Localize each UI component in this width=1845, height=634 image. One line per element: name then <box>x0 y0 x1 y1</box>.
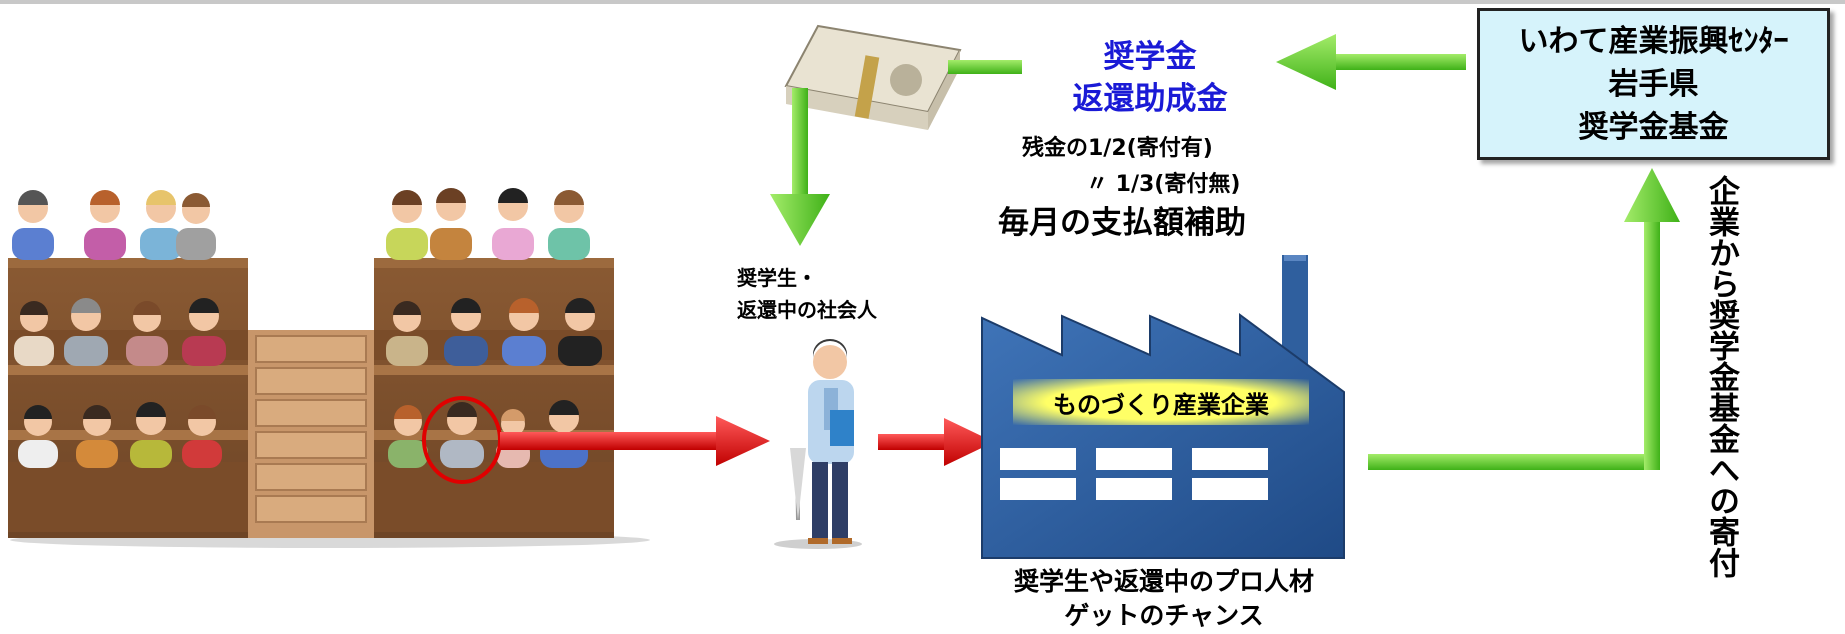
factory-label: ものづくり産業企業 <box>1013 379 1309 425</box>
subsidy-title-line1: 奨学金 <box>1103 39 1197 75</box>
donation-label: 企業から奨学金基金への寄付 <box>1703 175 1739 578</box>
person-label-line1: 奨学生・ <box>737 266 817 290</box>
top-border-line <box>0 0 1845 4</box>
subsidy-monthly-aid: 毎月の支払額補助 <box>998 205 1246 241</box>
fund-box-line3: 奨学金基金 <box>1578 109 1729 145</box>
factory-caption-line1: 奨学生や返還中のプロ人材 <box>1013 567 1314 596</box>
graduate-person-illustration <box>774 339 862 549</box>
factory-caption-line2: ゲットのチャンス <box>1064 601 1264 630</box>
green-arrow-subsidy-to-person <box>770 60 1022 246</box>
fund-box-line1: いわて産業振興ｾﾝﾀｰ <box>1518 23 1789 59</box>
lecture-hall-illustration <box>8 188 650 548</box>
fund-box-line2: 岩手県 <box>1608 66 1699 102</box>
red-arrow-student-to-person <box>500 416 770 466</box>
person-label-line2: 返還中の社会人 <box>737 298 877 322</box>
money-stack-illustration <box>784 24 962 130</box>
scholarship-fund-box: いわて産業振興ｾﾝﾀｰ 岩手県 奨学金基金 <box>1477 8 1830 160</box>
green-arrow-fund-to-subsidy <box>1276 34 1466 90</box>
subsidy-detail-line1: 残金の1/2(寄付有) <box>1022 136 1213 161</box>
red-arrow-person-to-factory <box>878 418 994 466</box>
factory-illustration <box>981 255 1345 559</box>
green-arrow-factory-to-fund <box>1368 168 1680 470</box>
subsidy-detail-line2: 〃 1/3(寄付無) <box>1086 172 1241 197</box>
subsidy-title-line2: 返還助成金 <box>1072 81 1228 117</box>
